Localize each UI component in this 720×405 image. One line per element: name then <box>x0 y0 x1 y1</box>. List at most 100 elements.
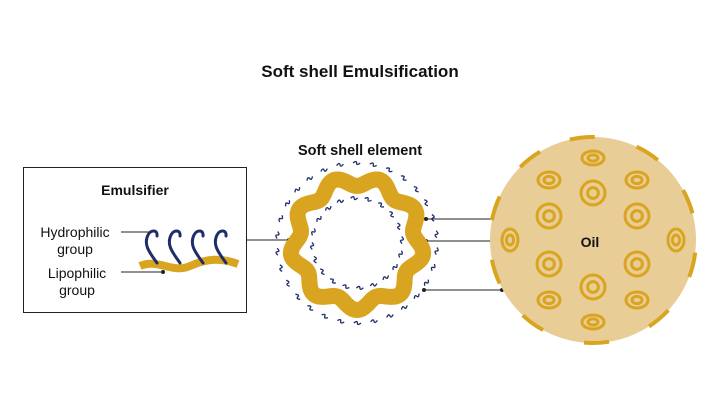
oil-particle-ring <box>542 174 556 186</box>
surfactant-squiggle-inner <box>389 210 395 218</box>
surfactant-squiggle-inner <box>369 283 378 287</box>
emulsifier-title: Emulsifier <box>101 182 169 198</box>
surfactant-squiggle-inner <box>342 284 350 289</box>
surfactant-squiggle-inner <box>350 196 359 201</box>
surfactant-squiggle-inner <box>311 228 316 236</box>
oil-particle-ring <box>630 174 644 186</box>
surfactant-squiggle-outer <box>413 185 419 193</box>
oil-rim-segment <box>647 308 670 329</box>
surfactant-squiggle-inner <box>336 199 345 203</box>
surfactant-squiggle-inner <box>319 268 325 276</box>
surfactant-squiggle-outer <box>370 319 378 324</box>
surfactant-squiggle-outer <box>413 293 420 299</box>
surfactant-squiggle-outer <box>307 305 314 311</box>
oil-particle-ring <box>536 290 562 310</box>
surfactant-squiggle-outer <box>275 231 280 239</box>
oil-label: Oil <box>580 234 600 250</box>
oil-rim-segment <box>489 195 502 221</box>
surfactant-squiggle-outer <box>294 187 301 193</box>
surfactant-squiggle-outer <box>284 200 291 207</box>
oil-particle-ring <box>586 280 600 294</box>
oil-particle-ring <box>536 170 562 190</box>
oil-rim-segment <box>583 339 610 345</box>
surfactant-squiggle-outer <box>336 318 345 324</box>
surfactant-squiggle-inner <box>316 215 322 222</box>
surfactant-squiggle-outer <box>400 305 408 310</box>
surfactant-squiggle-outer <box>295 293 301 301</box>
oil-particle-ring <box>586 153 600 163</box>
oil-particles <box>500 149 686 331</box>
oil-particle-ring <box>586 186 600 200</box>
surfactant-squiggle-inner <box>399 236 404 245</box>
surfactant-squiggle-inner <box>310 241 315 250</box>
oil-particle-ring <box>670 233 682 247</box>
surfactant-squiggle-outer <box>353 320 362 326</box>
surfactant-squiggle-inner <box>378 202 385 208</box>
oil-particle-ring <box>580 149 606 167</box>
surfactant-squiggle-inner <box>324 205 332 211</box>
emulsifier-box <box>23 167 247 313</box>
oil-rim-segments <box>489 134 698 345</box>
surfactant-squiggle-outer <box>423 279 430 286</box>
oil-particle-ring <box>623 202 651 230</box>
oil-particle-ring <box>586 317 600 327</box>
surfactant-squiggle-outer <box>275 247 280 256</box>
surfactant-squiggle-outer <box>321 313 329 319</box>
surfactant-squiggle-outer <box>386 314 394 318</box>
leader-dots <box>161 217 508 292</box>
oil-particle-ring <box>500 227 520 253</box>
surfactant-squiggle-inner <box>313 255 317 264</box>
oil-particle-ring <box>624 290 650 310</box>
surfactant-squiggle-inner <box>392 264 398 271</box>
surfactant-squiggle-outer <box>434 247 439 255</box>
oil-particle-ring <box>579 179 607 207</box>
surfactant-squiggle-outer <box>285 279 290 287</box>
surfactant-squiggle-outer <box>278 215 284 223</box>
oil-particle-ring <box>666 227 686 253</box>
surfactant-squiggle-outer <box>430 263 436 271</box>
soft-shell-element <box>275 160 439 326</box>
oil-particle-ring <box>542 257 556 271</box>
oil-particle-ring <box>535 202 563 230</box>
oil-rim-segment <box>569 134 595 142</box>
oil-particle-ring <box>535 250 563 278</box>
surfactant-squiggle-outer <box>306 176 314 181</box>
surfactant-squiggle-inner <box>398 250 403 258</box>
oil-particle-ring <box>542 294 556 306</box>
surfactant-squiggle-inner <box>364 197 372 202</box>
oil-particle-ring <box>624 170 650 190</box>
oil-particle-ring <box>630 294 644 306</box>
surfactant-squiggle-inner <box>355 285 364 290</box>
surfactant-squiggle-outer <box>431 214 435 222</box>
soft-shell-element-label: Soft shell element <box>297 143 423 159</box>
surfactant-squiggle-inner <box>397 222 401 231</box>
surfactant-squiggle-outer <box>400 175 407 181</box>
shell-ring <box>282 171 432 319</box>
diagram-title: Soft shell Emulsification <box>261 62 459 81</box>
oil-rim-segment <box>687 252 698 278</box>
oil-rim-segment <box>635 144 660 162</box>
emulsifier-molecule <box>138 229 240 273</box>
oil-rim-segment <box>521 313 545 332</box>
oil-particle-ring <box>630 209 644 223</box>
oil-particle-ring <box>623 250 651 278</box>
hydrophilic-group-label: Hydrophilic group <box>40 224 110 257</box>
surfactant-squiggle-inner <box>382 275 390 281</box>
surfactant-squiggle-outer <box>434 230 439 239</box>
hydrophilic-heads <box>144 229 228 265</box>
surfactant-squiggle-outer <box>385 167 393 173</box>
oil-particle-ring <box>580 313 606 331</box>
oil-particle-ring <box>579 273 607 301</box>
oil-rim-segment <box>489 259 502 285</box>
oil-particle-ring <box>630 257 644 271</box>
surfactant-squiggle-inner <box>329 278 336 284</box>
oil-particle-ring <box>542 209 556 223</box>
surfactant-squiggle-outer <box>336 162 344 167</box>
lipophilic-group-label: Lipophilic group <box>47 265 107 298</box>
surfactant-squiggle-outer <box>279 264 283 272</box>
oil-droplet <box>490 137 696 343</box>
oil-rim-segment <box>518 149 542 169</box>
surfactant-squiggle-outer <box>424 199 429 207</box>
surfactant-squiggle-outer <box>320 168 328 172</box>
